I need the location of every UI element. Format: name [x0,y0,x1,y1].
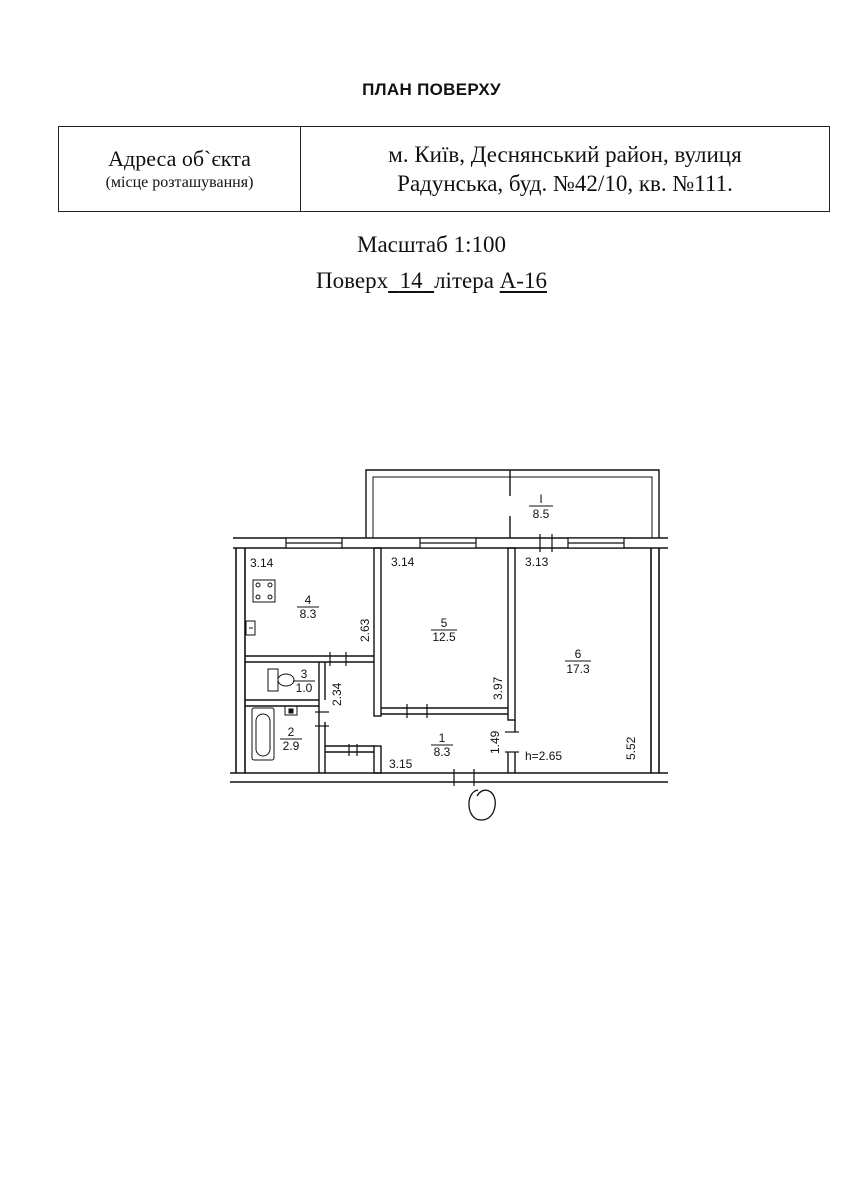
door-marks [315,534,553,786]
address-line-2: Радунська, буд. №42/10, кв. №111. [397,171,733,196]
floor-letter-value: А-16 [499,268,547,293]
room-5-id: 5 [441,616,448,630]
dimension-label: 1.49 [488,730,502,754]
address-line-1: м. Київ, Деснянський район, вулиця [388,142,742,167]
room-labels: I 8.5 1 8.3 2 2.9 3 1.0 4 8.3 5 12.5 6 1… [280,492,591,759]
room-2-id: 2 [288,725,295,739]
floor-number: 14 [399,268,423,293]
room-1-area: 8.3 [434,745,451,759]
room-6-area: 17.3 [566,662,590,676]
room-2-area: 2.9 [283,739,300,753]
dimension-label: 2.34 [330,682,344,706]
dimension-label: 3.97 [491,676,505,700]
room-5-area: 12.5 [432,630,456,644]
address-label-cell: Адреса об`єкта (місце розташування) [59,127,301,211]
kitchen-stove-icon [252,579,276,603]
interior-walls [245,547,516,774]
entrance-stamp-icon [468,789,496,821]
windows [285,537,625,549]
floor-line: Поверх 14 літера А-16 [0,268,863,294]
bath-sink-icon [284,705,298,716]
address-value-cell: м. Київ, Деснянський район, вулиця Радун… [301,127,829,211]
balcony-outline [365,469,660,538]
room-3-area: 1.0 [296,681,313,695]
bathtub-icon [251,707,275,761]
dimension-label: 3.13 [525,555,549,569]
room-balcony-id: I [539,492,542,506]
dimension-label: 3.14 [250,556,274,570]
room-6-id: 6 [575,647,582,661]
dimension-label: 5.52 [624,736,638,760]
room-1-id: 1 [439,731,446,745]
address-table: Адреса об`єкта (місце розташування) м. К… [58,126,830,212]
page-title: ПЛАН ПОВЕРХУ [362,80,501,99]
dimension-label: 3.14 [391,555,415,569]
room-balcony-area: 8.5 [533,507,550,521]
dimension-label: 2.63 [358,618,372,642]
scale-label: Масштаб 1:100 [357,232,506,257]
room-4-id: 4 [305,593,312,607]
dimension-labels: 3.14 3.14 3.13 2.63 3.97 2.34 1.49 3.15 … [250,555,638,771]
dimension-label: 3.15 [389,757,413,771]
room-4-area: 8.3 [300,607,317,621]
ceiling-height-label: h=2.65 [525,749,562,763]
toilet-icon [267,668,295,692]
floor-letter-label: літера [434,268,494,293]
address-label: Адреса об`єкта [108,146,251,171]
room-3-id: 3 [301,667,308,681]
kitchen-sink-icon [245,620,256,636]
floor-prefix: Поверх [316,268,389,293]
address-sublabel: (місце розташування) [105,174,254,191]
